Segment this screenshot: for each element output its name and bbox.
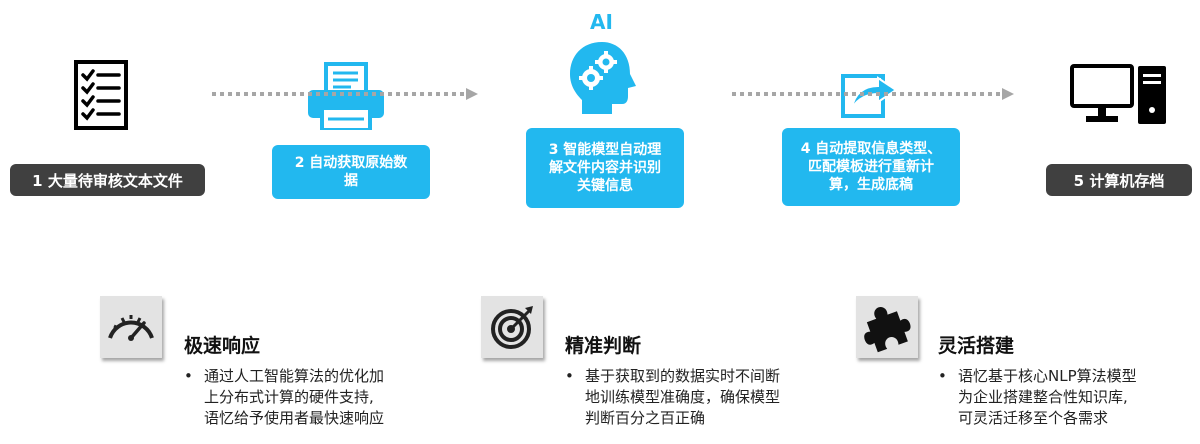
speedometer-icon-box bbox=[100, 296, 162, 358]
feature-description: • 通过人工智能算法的优化加 上分布式计算的硬件支持, 语忆给予使用者最快速响应 bbox=[184, 366, 384, 429]
feature-line: 为企业搭建整合性知识库, bbox=[958, 388, 1128, 406]
step-3-line: 关键信息 bbox=[577, 178, 633, 194]
step-4-line: 4 自动提取信息类型、 bbox=[800, 141, 942, 157]
step-3-box: 3 智能模型自动理 解文件内容并识别 关键信息 bbox=[526, 128, 684, 208]
step-4-line: 匹配模板进行重新计 bbox=[808, 159, 934, 175]
step-1-label: 1 大量待审核文本文件 bbox=[32, 171, 183, 190]
target-icon bbox=[491, 306, 533, 349]
step-2-line: 据 bbox=[344, 173, 358, 189]
speedometer-icon bbox=[108, 315, 154, 341]
feature-line: 判断百分之百正确 bbox=[585, 409, 706, 427]
feature-line: 语忆给予使用者最快速响应 bbox=[204, 409, 385, 427]
step-1-box: 1 大量待审核文本文件 bbox=[10, 164, 205, 196]
checklist-icon bbox=[74, 60, 128, 130]
ai-label: AI bbox=[590, 10, 613, 34]
bullet-icon: • bbox=[184, 367, 193, 385]
feature-title: 精准判断 bbox=[565, 335, 642, 357]
step-5-box: 5 计算机存档 bbox=[1046, 164, 1192, 196]
feature-line: 上分布式计算的硬件支持, bbox=[204, 388, 374, 406]
step-5-label: 5 计算机存档 bbox=[1073, 171, 1165, 190]
feature-line: 地训练模型准确度，确保模型 bbox=[585, 388, 781, 406]
step-2-line: 2 自动获取原始数 bbox=[294, 155, 408, 171]
ai-brain-head-icon bbox=[566, 40, 642, 116]
flow-arrow-1 bbox=[212, 88, 478, 100]
feature-line: 基于获取到的数据实时不间断 bbox=[585, 367, 781, 385]
printer-icon bbox=[306, 62, 386, 132]
feature-title: 灵活搭建 bbox=[938, 335, 1015, 357]
flow-arrow-2 bbox=[732, 88, 1014, 100]
feature-description: • 基于获取到的数据实时不间断 地训练模型准确度，确保模型 判断百分之百正确 bbox=[565, 366, 780, 429]
desktop-computer-icon bbox=[1070, 64, 1168, 126]
feature-line: 通过人工智能算法的优化加 bbox=[204, 367, 385, 385]
feature-description: • 语忆基于核心NLP算法模型 为企业搭建整合性知识库, 可灵活迁移至个各需求 bbox=[938, 366, 1137, 429]
bullet-icon: • bbox=[938, 367, 947, 385]
export-share-icon bbox=[840, 68, 900, 120]
step-3-line: 3 智能模型自动理 bbox=[548, 142, 662, 158]
bullet-icon: • bbox=[565, 367, 574, 385]
puzzle-icon-box bbox=[856, 296, 918, 358]
step-4-line: 算，生成底稿 bbox=[829, 177, 913, 193]
step-3-line: 解文件内容并识别 bbox=[549, 160, 661, 176]
target-icon-box bbox=[481, 296, 543, 358]
feature-line: 语忆基于核心NLP算法模型 bbox=[958, 367, 1137, 385]
feature-title: 极速响应 bbox=[184, 335, 261, 357]
feature-line: 可灵活迁移至个各需求 bbox=[958, 409, 1109, 427]
step-2-box: 2 自动获取原始数 据 bbox=[272, 145, 430, 199]
step-4-box: 4 自动提取信息类型、 匹配模板进行重新计 算，生成底稿 bbox=[782, 128, 960, 206]
puzzle-icon bbox=[864, 306, 911, 353]
